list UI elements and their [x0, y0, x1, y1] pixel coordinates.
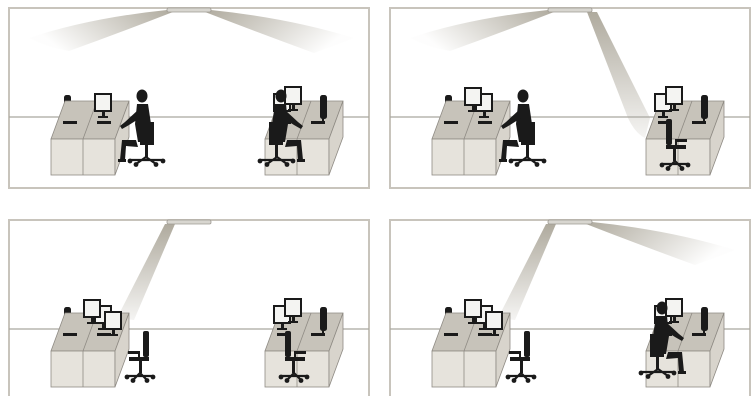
desk-cluster-left: [51, 101, 129, 175]
panel-4: [390, 220, 750, 396]
ceiling-luminaire: [167, 8, 211, 12]
ceiling-luminaire: [548, 8, 592, 12]
ceiling-luminaire: [167, 220, 211, 224]
panel-1: [9, 8, 369, 188]
panel-2: [390, 8, 750, 188]
ceiling-luminaire: [548, 220, 592, 224]
panel-3: [9, 220, 369, 396]
desk-cluster-left: [432, 101, 510, 175]
